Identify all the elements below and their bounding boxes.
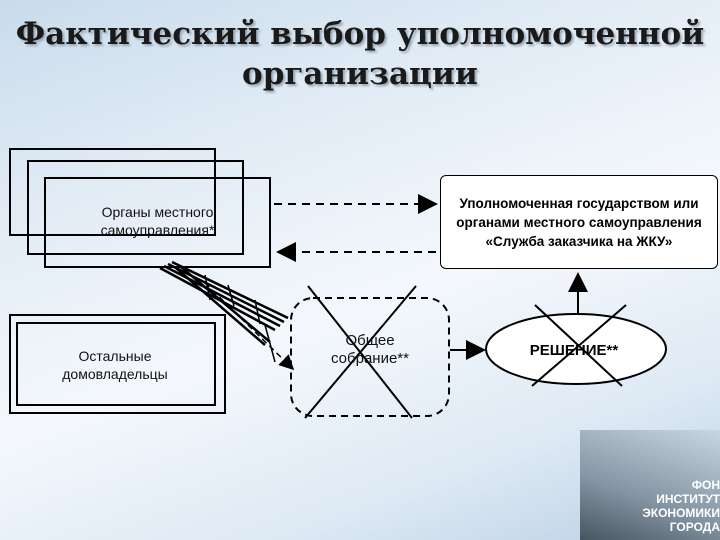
other-owners-label-line-1: Остальные bbox=[78, 348, 152, 364]
title-line-1: Фактический выбор уполномоченной bbox=[15, 16, 705, 52]
page-title: Фактический выбор уполномоченной организ… bbox=[0, 14, 720, 94]
decision-label: РЕШЕНИЕ** bbox=[529, 341, 619, 359]
local-gov-frame-front bbox=[44, 177, 271, 268]
cross-ticks bbox=[204, 274, 276, 363]
local-gov-label-line-1: Органы местного bbox=[101, 204, 214, 220]
local-gov-frame-back bbox=[9, 148, 216, 236]
other-owners-frame-outer bbox=[9, 314, 226, 414]
decision-cross-line-2 bbox=[531, 304, 627, 387]
general-meeting-box bbox=[290, 297, 450, 417]
dashed-arrow-to-meeting bbox=[204, 282, 295, 371]
logo-line-1: ФОН bbox=[691, 478, 720, 492]
meeting-cross-line-2 bbox=[304, 285, 417, 419]
local-gov-label-line-2: самоуправления* bbox=[100, 222, 215, 238]
institute-logo: ФОН ИНСТИТУТ ЭКОНОМИКИ ГОРОДА bbox=[640, 478, 720, 534]
other-owners-label-line-2: домовладельцы bbox=[62, 366, 168, 382]
logo-line-3: ЭКОНОМИКИ bbox=[642, 506, 720, 520]
authorized-org-label: Уполномоченная государством или органами… bbox=[456, 195, 702, 249]
logo-line-2: ИНСТИТУТ bbox=[656, 492, 720, 506]
logo-background bbox=[580, 430, 720, 540]
thick-crossed-lines bbox=[159, 260, 289, 346]
local-gov-label: Органы местного самоуправления* bbox=[80, 203, 235, 239]
general-meeting-label-line-2: собрание** bbox=[331, 350, 409, 367]
local-gov-frame-mid bbox=[27, 160, 244, 255]
title-line-2: организации bbox=[242, 56, 478, 92]
logo-line-4: ГОРОДА bbox=[669, 520, 720, 534]
general-meeting-label: Общее собрание** bbox=[312, 332, 428, 368]
other-owners-frame-inner bbox=[16, 322, 216, 406]
other-owners-label: Остальные домовладельцы bbox=[40, 347, 190, 383]
general-meeting-label-line-1: Общее bbox=[345, 332, 395, 349]
authorized-org-box: Уполномоченная государством или органами… bbox=[440, 175, 718, 269]
